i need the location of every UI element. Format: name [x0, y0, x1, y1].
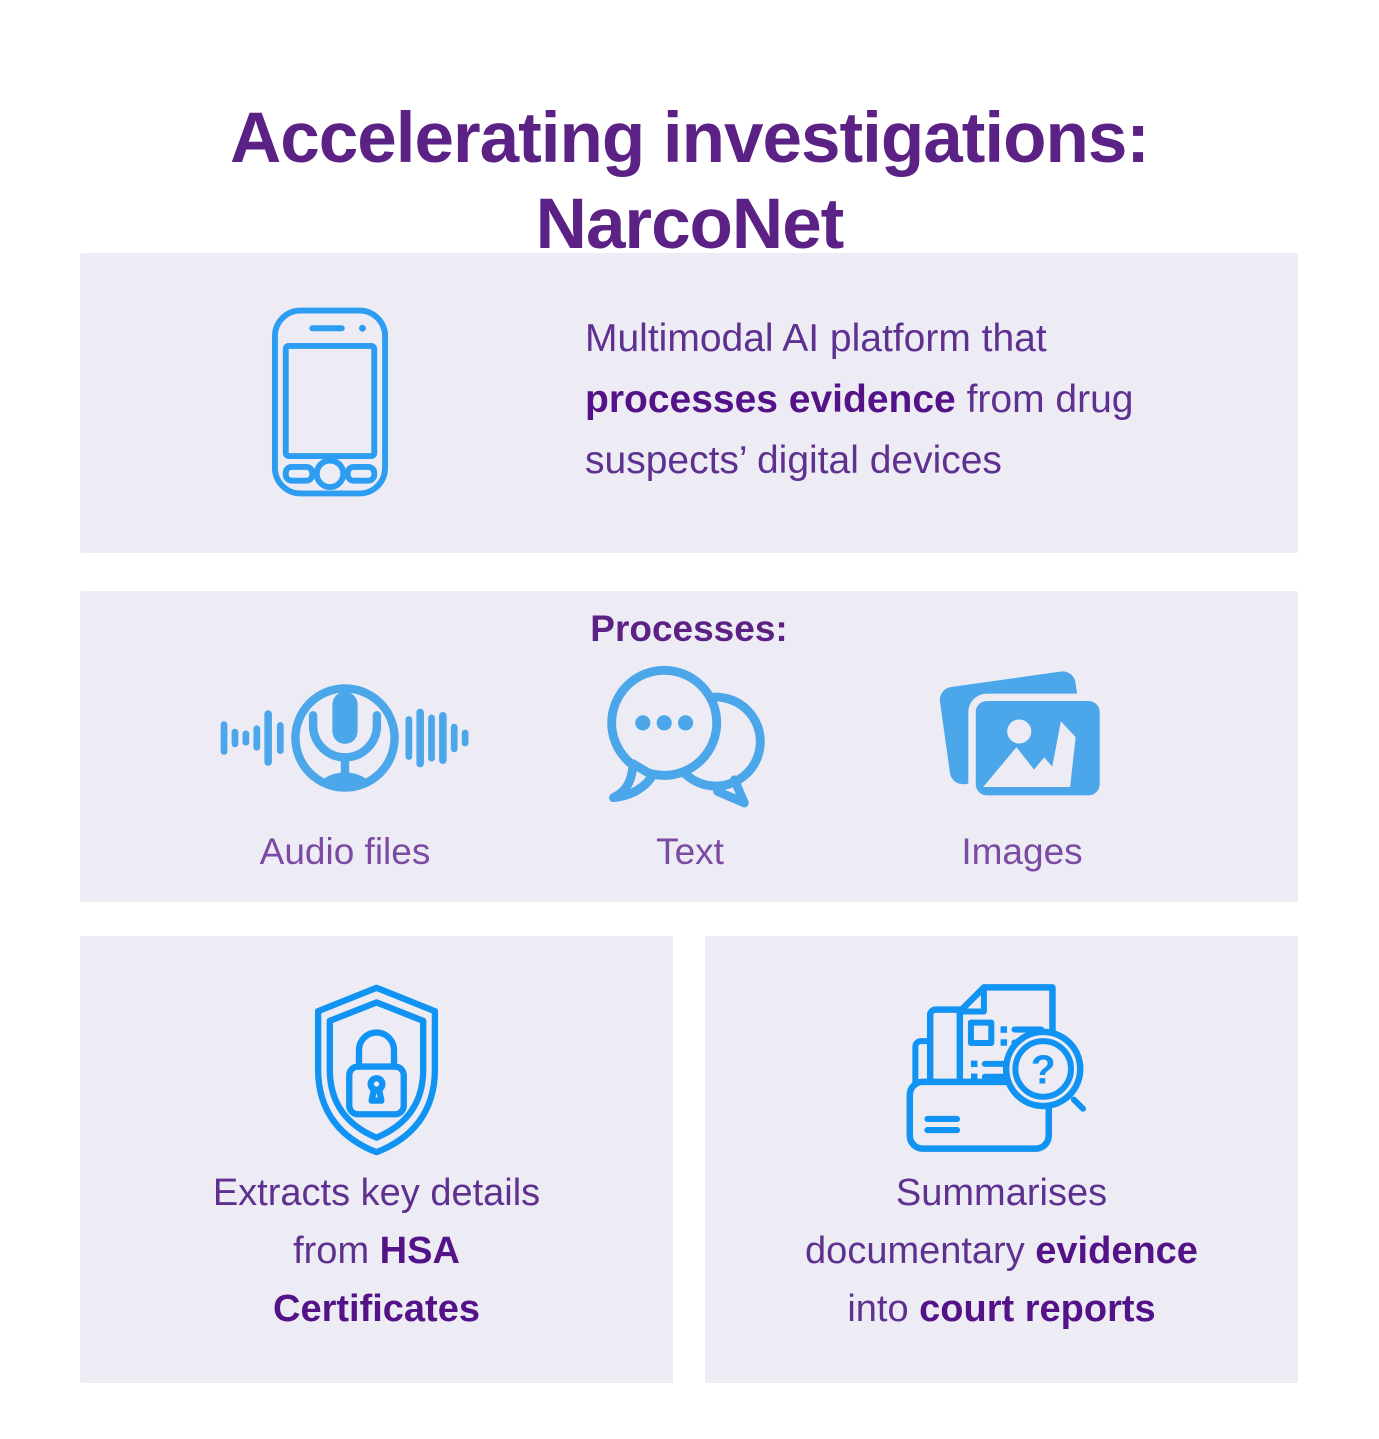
title-line-2: NarcoNet — [535, 184, 845, 264]
shield-lock-icon — [80, 980, 673, 1160]
svg-text:?: ? — [1031, 1047, 1056, 1093]
photo-images-icon — [802, 657, 1242, 819]
process-item-audio-files: Audio files — [115, 657, 575, 873]
text-label: Text — [656, 831, 724, 872]
page-title: Accelerating investigations: NarcoNet — [0, 96, 1379, 268]
images-label: Images — [961, 831, 1083, 872]
processes-heading: Processes: — [590, 608, 788, 649]
audio-waveform-microphone-icon — [115, 657, 575, 819]
audio-files-label: Audio files — [259, 831, 431, 872]
smartphone-icon — [271, 306, 389, 503]
document-search-folder-icon: ? — [705, 980, 1298, 1156]
process-item-text: Text — [470, 657, 910, 873]
process-item-images: Images — [802, 657, 1242, 873]
chat-bubbles-icon — [470, 657, 910, 819]
processes-panel: Processes: — [80, 591, 1298, 902]
title-line-1: Accelerating investigations: — [230, 98, 1150, 178]
